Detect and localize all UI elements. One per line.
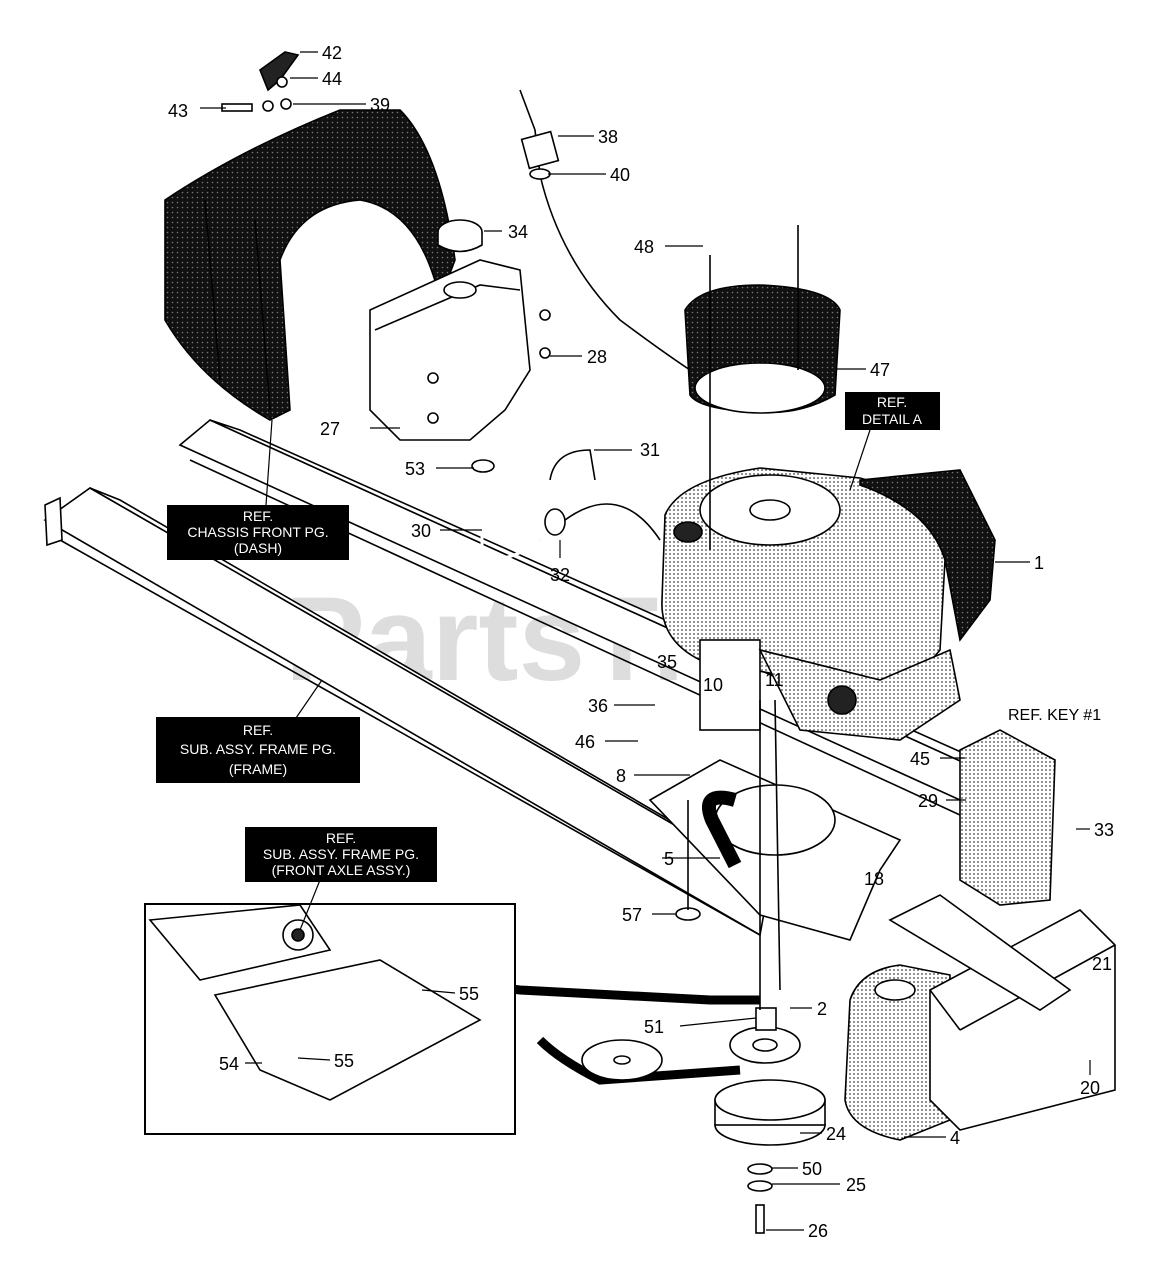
label-51: 51 bbox=[644, 1017, 664, 1037]
ref-sub-frame-line3: (FRAME) bbox=[229, 761, 287, 777]
pulley-small bbox=[581, 1039, 663, 1081]
label-5: 5 bbox=[664, 849, 674, 869]
label-2: 2 bbox=[817, 999, 827, 1019]
label-55a: 55 bbox=[459, 984, 479, 1004]
fuel-line bbox=[471, 449, 661, 560]
ref-sub-frame-line2: SUB. ASSY. FRAME PG. bbox=[180, 741, 336, 757]
label-36: 36 bbox=[588, 696, 608, 716]
dash-hood bbox=[164, 109, 456, 421]
label-43: 43 bbox=[168, 101, 188, 121]
label-29: 29 bbox=[918, 791, 938, 811]
label-38: 38 bbox=[598, 127, 618, 147]
part-labels: 42 44 43 39 38 40 34 48 28 47 27 31 53 3… bbox=[168, 43, 1114, 1241]
label-21: 21 bbox=[1092, 954, 1112, 974]
label-24: 24 bbox=[826, 1124, 846, 1144]
label-18: 18 bbox=[864, 869, 884, 889]
ref-chassis-line1: REF. bbox=[243, 508, 273, 524]
ref-detail-a-line2: DETAIL A bbox=[862, 411, 923, 427]
oil-drain-hose bbox=[702, 790, 742, 869]
label-4: 4 bbox=[950, 1128, 960, 1148]
label-35: 35 bbox=[657, 652, 677, 672]
label-34: 34 bbox=[508, 222, 528, 242]
ref-front-axle: REF. SUB. ASSY. FRAME PG. (FRONT AXLE AS… bbox=[245, 827, 437, 882]
label-48: 48 bbox=[634, 237, 654, 257]
ref-chassis-line2: CHASSIS FRONT PG. bbox=[187, 524, 328, 540]
label-40: 40 bbox=[610, 165, 630, 185]
label-25: 25 bbox=[846, 1175, 866, 1195]
label-55b: 55 bbox=[334, 1051, 354, 1071]
pulley-upper bbox=[729, 1007, 801, 1064]
label-27: 27 bbox=[320, 419, 340, 439]
label-11: 11 bbox=[765, 670, 784, 690]
throttle-cable bbox=[519, 89, 691, 371]
label-47: 47 bbox=[870, 360, 890, 380]
heat-shield bbox=[959, 729, 1056, 906]
ref-sub-frame: REF. SUB. ASSY. FRAME PG. (FRAME) bbox=[156, 717, 360, 783]
fuel-tank bbox=[369, 219, 551, 441]
label-26: 26 bbox=[808, 1221, 828, 1241]
ref-front-axle-line3: (FRONT AXLE ASSY.) bbox=[272, 862, 411, 878]
ref-key-1: REF. KEY #1 bbox=[1008, 707, 1101, 724]
label-39: 39 bbox=[370, 95, 390, 115]
label-1: 1 bbox=[1034, 553, 1044, 573]
label-28: 28 bbox=[587, 347, 607, 367]
label-20: 20 bbox=[1080, 1078, 1100, 1098]
label-45: 45 bbox=[910, 749, 930, 769]
label-44: 44 bbox=[322, 69, 342, 89]
label-8: 8 bbox=[616, 766, 626, 786]
label-42: 42 bbox=[322, 43, 342, 63]
label-31: 31 bbox=[640, 440, 660, 460]
ref-sub-frame-line1: REF. bbox=[243, 722, 273, 738]
hood-bracket bbox=[221, 51, 300, 112]
ref-front-axle-line1: REF. bbox=[326, 830, 356, 846]
label-30: 30 bbox=[411, 521, 431, 541]
ref-detail-a: REF. DETAIL A bbox=[845, 392, 940, 430]
label-33: 33 bbox=[1094, 820, 1114, 840]
label-50: 50 bbox=[802, 1159, 822, 1179]
pulley-lower bbox=[714, 1079, 826, 1146]
muffler-bracket bbox=[888, 894, 1072, 1011]
ref-front-axle-line2: SUB. ASSY. FRAME PG. bbox=[263, 846, 419, 862]
front-axle-inset bbox=[144, 903, 516, 1135]
air-shroud bbox=[684, 225, 841, 550]
label-32: 32 bbox=[550, 565, 570, 585]
label-57: 57 bbox=[622, 905, 642, 925]
ref-detail-a-line1: REF. bbox=[877, 394, 907, 410]
label-10: 10 bbox=[703, 675, 723, 695]
label-54: 54 bbox=[219, 1054, 239, 1074]
label-46: 46 bbox=[575, 732, 595, 752]
engine bbox=[661, 467, 996, 741]
ref-chassis-line3: (DASH) bbox=[234, 540, 282, 556]
leader-lines bbox=[200, 51, 1091, 1231]
label-53: 53 bbox=[405, 459, 425, 479]
ref-chassis-front: REF. CHASSIS FRONT PG. (DASH) bbox=[167, 505, 349, 560]
